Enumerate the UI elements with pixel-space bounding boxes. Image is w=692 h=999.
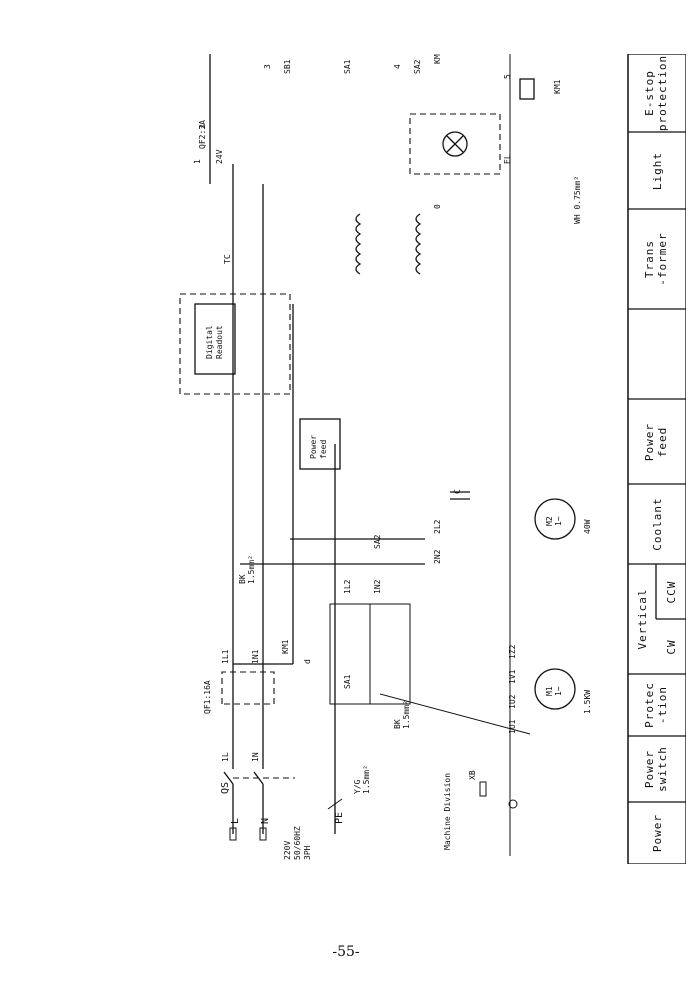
coolant-section: BK1.5mm² 2L2 2N2 SA2 M21~ 40W C — [238, 489, 592, 584]
qf1-breaker: QF1:16A 1L1 1N1 — [203, 649, 275, 714]
section-header: Power Powerswitch Protec-tion Vertical C… — [627, 53, 687, 865]
label-1L: 1L — [221, 752, 230, 762]
supply-spec: 220V50/60HZ3PH — [283, 826, 312, 860]
header-light: Light — [651, 152, 664, 190]
label-PE: PE — [334, 812, 345, 824]
header-estop: E-stopprotection — [643, 55, 669, 131]
dro-box — [194, 303, 236, 375]
header-ccw: CCW — [665, 581, 678, 604]
label-SB1: SB1 — [283, 59, 292, 74]
label-d: d — [303, 659, 312, 664]
label-KM1-aux: KM1 — [433, 54, 442, 64]
label-24V: 24V — [215, 149, 224, 164]
label-BK-top: BK1.5mm² — [238, 555, 256, 584]
label-SA2-ctrl: SA2 — [413, 59, 422, 74]
label-machine-division: Machine Division — [443, 773, 452, 850]
label-1U1: 1U1 — [508, 719, 517, 734]
header-power-switch: Powerswitch — [643, 746, 669, 792]
label-digital-readout: DigitalReadout — [205, 325, 224, 359]
label-TC: TC — [223, 254, 232, 264]
km1-coil — [519, 78, 535, 100]
label-WH: WH 0.75mm² — [573, 176, 582, 224]
transformer-tc: TC 0 — [223, 204, 442, 275]
rotated-schematic: Power Powerswitch Protec-tion Vertical C… — [110, 49, 687, 865]
label-1N2: 1N2 — [373, 579, 382, 594]
label-QF2: QF2:3A — [198, 120, 207, 149]
label-1L2: 1L2 — [343, 579, 352, 594]
label-1N1: 1N1 — [251, 649, 260, 664]
label-KM1-contact: KM1 — [281, 639, 290, 654]
lamp-icon — [442, 131, 468, 157]
label-M2-w: 40W — [583, 519, 592, 534]
sa1-switch-block: SA1 1L2 1N2 BK1.5mm² — [329, 579, 531, 735]
label-M1: M11~ — [545, 686, 563, 696]
header-protection: Protec-tion — [643, 682, 669, 728]
xb-terminal — [479, 781, 487, 797]
power-feed-box — [299, 418, 341, 470]
label-1Z2: 1Z2 — [508, 644, 517, 659]
label-M2: M21~ — [545, 516, 563, 526]
light-estop-section: 1 24V QF2:3A 2 3 SB1 SA1 SA2 4 5 KM1 KM1… — [193, 49, 582, 224]
label-2: 2 — [198, 124, 207, 129]
ground-icon — [508, 799, 518, 809]
label-1V1: 1V1 — [508, 669, 517, 684]
header-coolant: Coolant — [651, 497, 664, 550]
label-QF1: QF1:16A — [203, 680, 212, 714]
wiring-diagram: Power Powerswitch Protec-tion Vertical C… — [179, 49, 687, 865]
power-input-section: L N PE 220V50/60HZ3PH QS 1L 1N Y/G1.5mm²… — [220, 54, 518, 860]
motor-m1: M11~ 1.5KW 1U1 1U2 1V1 1Z2 — [508, 644, 592, 734]
main-bus: KM1 d — [232, 164, 312, 665]
label-0: 0 — [433, 204, 442, 209]
label-1L1: 1L1 — [221, 649, 230, 664]
label-5: 5 — [503, 74, 512, 79]
label-N: N — [260, 818, 271, 824]
dro-outline — [179, 293, 291, 395]
motor-m2 — [534, 498, 576, 540]
label-2N2: 2N2 — [433, 549, 442, 564]
label-M1-kw: 1.5KW — [583, 690, 592, 714]
label-QS: QS — [220, 782, 231, 794]
header-transformer: Trans-former — [643, 232, 669, 285]
label-KM1-coil: KM1 — [553, 79, 562, 94]
label-power-feed: Powerfeed — [309, 435, 328, 459]
header-cw: CW — [665, 639, 678, 654]
label-SA2: SA2 — [373, 534, 382, 549]
page-number: -55- — [332, 944, 360, 960]
header-power: Power — [651, 814, 664, 852]
label-4: 4 — [393, 64, 402, 69]
label-EL: EL — [503, 154, 512, 164]
label-2L2: 2L2 — [433, 519, 442, 534]
label-1U2: 1U2 — [508, 694, 517, 709]
label-SA1: SA1 — [343, 674, 352, 689]
label-XB: XB — [468, 770, 477, 780]
label-3: 3 — [263, 64, 272, 69]
label-YG: Y/G1.5mm² — [353, 765, 371, 794]
header-vertical: Vertical — [636, 589, 649, 650]
label-L: L — [230, 818, 241, 824]
label-1N: 1N — [251, 752, 260, 762]
power-feed-section: Powerfeed DigitalReadout — [179, 293, 341, 470]
lamp-outline — [409, 113, 501, 175]
label-BK-low: BK1.5mm² — [393, 700, 411, 729]
header-power-feed: Powerfeed — [643, 423, 669, 461]
label-SA1-ctrl: SA1 — [343, 59, 352, 74]
label-1: 1 — [193, 159, 202, 164]
